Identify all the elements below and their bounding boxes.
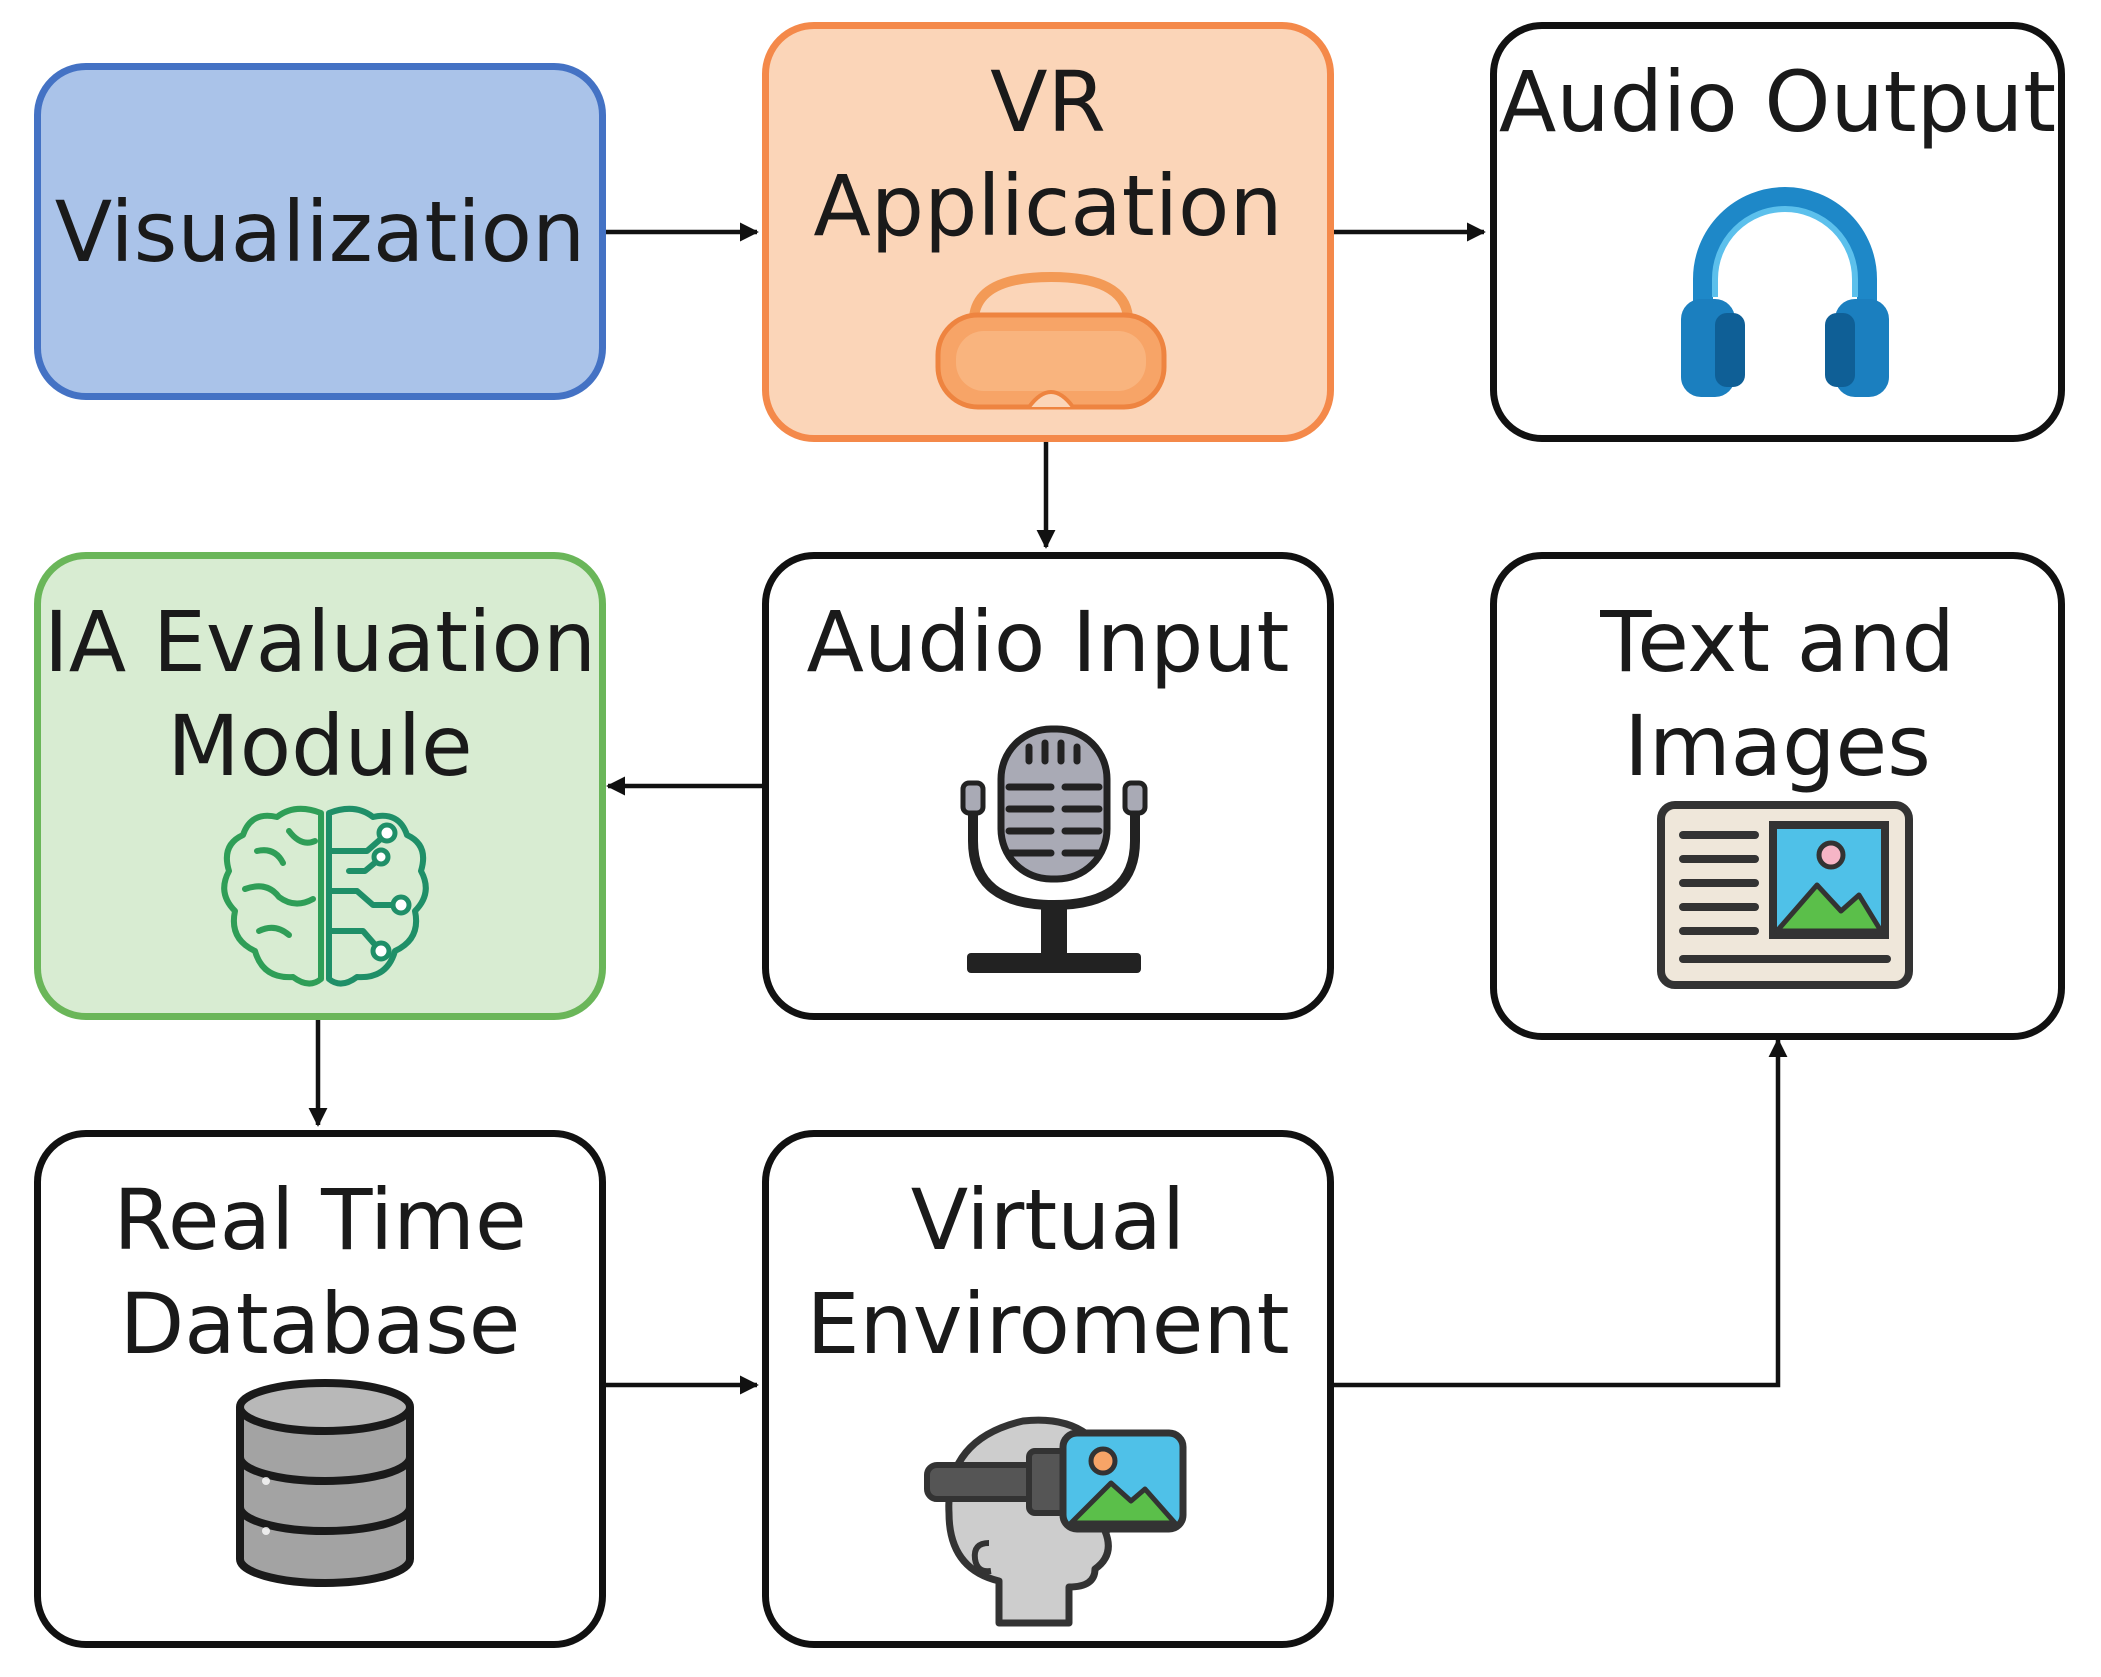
virtual-environment-label-line2: Enviroment xyxy=(806,1275,1290,1373)
visualization-label: Visualization xyxy=(54,183,586,281)
headphones-icon xyxy=(1675,169,1895,409)
vr-user-icon xyxy=(919,1373,1189,1627)
microphone-icon xyxy=(949,721,1159,981)
vr-application-label-line2: Application xyxy=(813,157,1283,255)
node-vr-application: VR Application xyxy=(762,22,1334,442)
text-images-label-line1: Text and xyxy=(1600,593,1955,691)
edge-virtual-env-to-text-images xyxy=(1330,1038,1788,1388)
vr-application-label-line1: VR xyxy=(990,53,1106,151)
audio-input-label: Audio Input xyxy=(806,593,1290,691)
realtime-database-label-line1: Real Time xyxy=(113,1171,527,1269)
node-audio-input: Audio Input xyxy=(762,552,1334,1020)
node-text-images: Text and Images xyxy=(1490,552,2065,1040)
node-visualization: Visualization xyxy=(34,63,606,400)
document-image-icon xyxy=(1655,799,1915,991)
node-realtime-database: Real Time Database xyxy=(34,1130,606,1648)
audio-output-label: Audio Output xyxy=(1498,53,2057,151)
text-images-label-line2: Images xyxy=(1624,697,1931,795)
database-icon xyxy=(232,1377,418,1589)
node-audio-output: Audio Output xyxy=(1490,22,2065,442)
brain-circuit-icon xyxy=(217,801,433,991)
node-ia-evaluation: IA Evaluation Module xyxy=(34,552,606,1020)
ia-evaluation-label-line1: IA Evaluation xyxy=(43,593,597,691)
virtual-environment-label-line1: Virtual xyxy=(910,1171,1186,1269)
ia-evaluation-label-line2: Module xyxy=(167,697,473,795)
realtime-database-label-line2: Database xyxy=(119,1275,521,1373)
vr-headset-icon xyxy=(926,267,1176,417)
node-virtual-environment: Virtual Enviroment xyxy=(762,1130,1334,1648)
